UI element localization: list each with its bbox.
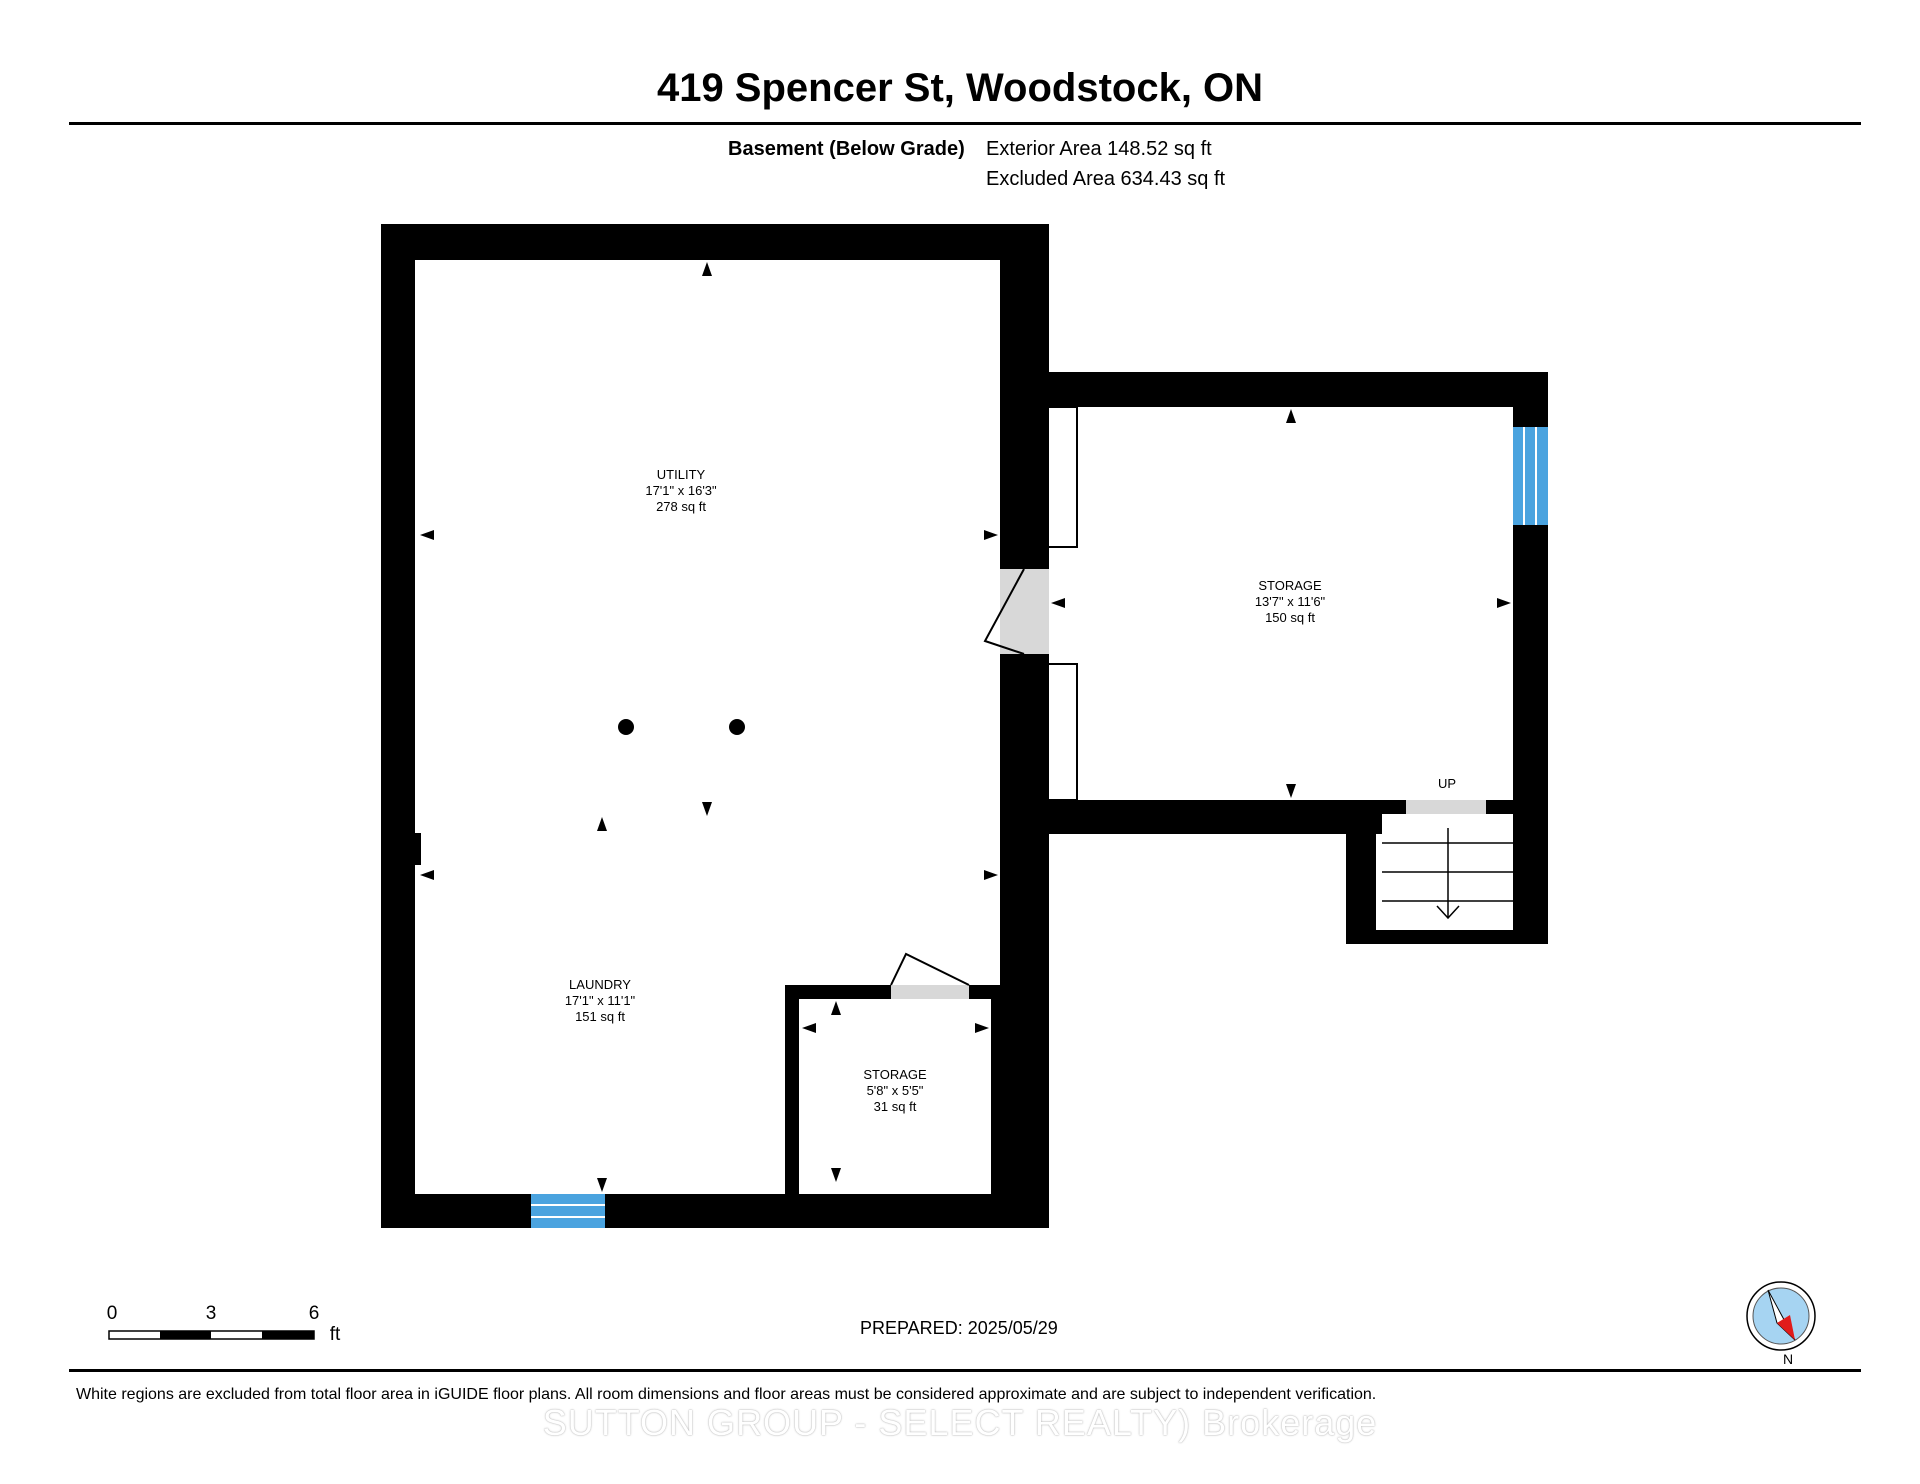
arrow-left (1051, 598, 1065, 608)
wall (1346, 800, 1376, 944)
arrow-right (984, 530, 998, 540)
arrow-down (597, 1178, 607, 1192)
room-name: LAUNDRY (569, 977, 631, 992)
room-area: 31 sq ft (874, 1099, 917, 1114)
prepared-date: PREPARED: 2025/05/29 (860, 1318, 1058, 1338)
excluded-area: Excluded Area 634.43 sq ft (986, 168, 1226, 190)
arrow-up (702, 262, 712, 276)
arrow-up (597, 817, 607, 831)
disclaimer: White regions are excluded from total fl… (76, 1386, 1377, 1403)
page-title: 419 Spencer St, Woodstock, ON (656, 66, 1264, 110)
arrow-left (420, 870, 434, 880)
exterior-area: Exterior Area 148.52 sq ft (986, 138, 1212, 160)
scale-tick-label: 6 (309, 1303, 320, 1324)
wall (381, 224, 415, 1228)
arrow-left (420, 530, 434, 540)
level-name: Basement (Below Grade) (728, 138, 965, 160)
door-swing (983, 568, 1025, 655)
footer-rule (69, 1369, 1861, 1372)
arrow-right (975, 1023, 989, 1033)
walls (381, 224, 1548, 1228)
wall (1486, 800, 1548, 814)
arrow-down (1286, 784, 1296, 798)
dimension-arrows (420, 262, 1511, 1192)
arrow-up (1286, 409, 1296, 423)
room-area: 150 sq ft (1265, 610, 1315, 625)
wall (785, 985, 891, 999)
compass-icon: N (1746, 1281, 1816, 1367)
window (1513, 427, 1548, 525)
door-opening (1000, 569, 1049, 654)
wall-stub (415, 833, 421, 865)
column (729, 719, 745, 735)
scale-bar: 0 3 6 ft (107, 1303, 341, 1345)
closet-lines (1049, 406, 1078, 801)
header-rule (69, 122, 1861, 125)
stairs (1382, 814, 1513, 930)
room-name: STORAGE (1258, 578, 1322, 593)
arrow-down (831, 1168, 841, 1182)
wall (1346, 930, 1548, 944)
door-swing (890, 952, 970, 986)
scale-unit: ft (330, 1324, 341, 1345)
room-area: 278 sq ft (656, 499, 706, 514)
stairs-label: UP (1438, 776, 1456, 791)
room-name: STORAGE (863, 1067, 927, 1082)
door-opening (891, 985, 969, 999)
room-area: 151 sq ft (575, 1009, 625, 1024)
wall (381, 224, 1049, 260)
wall (991, 985, 1049, 1228)
arrow-up (831, 1001, 841, 1015)
column (618, 719, 634, 735)
wall (785, 985, 799, 1228)
room-dimensions: 5'8" x 5'5" (867, 1083, 924, 1098)
arrow-down (702, 802, 712, 816)
room-dimensions: 17'1" x 11'1" (565, 993, 636, 1008)
compass-north-label: N (1783, 1351, 1793, 1367)
windows (531, 427, 1548, 1228)
scale-tick-label: 3 (206, 1303, 217, 1324)
brokerage-watermark: SUTTON GROUP - SELECT REALTY) Brokerage (542, 1402, 1378, 1443)
room-dimensions: 17'1" x 16'3" (645, 483, 717, 498)
room-name: UTILITY (657, 467, 706, 482)
wall (381, 1194, 1049, 1228)
arrow-left (802, 1023, 816, 1033)
door-opening (1406, 800, 1486, 814)
wall (1376, 800, 1406, 814)
wall (1000, 224, 1049, 569)
room-dimensions: 13'7" x 11'6" (1255, 594, 1326, 609)
arrow-right (1497, 598, 1511, 608)
wall (1049, 372, 1548, 407)
doors (890, 568, 1486, 999)
arrow-right (984, 870, 998, 880)
scale-tick-label: 0 (107, 1303, 118, 1324)
window (531, 1194, 605, 1228)
